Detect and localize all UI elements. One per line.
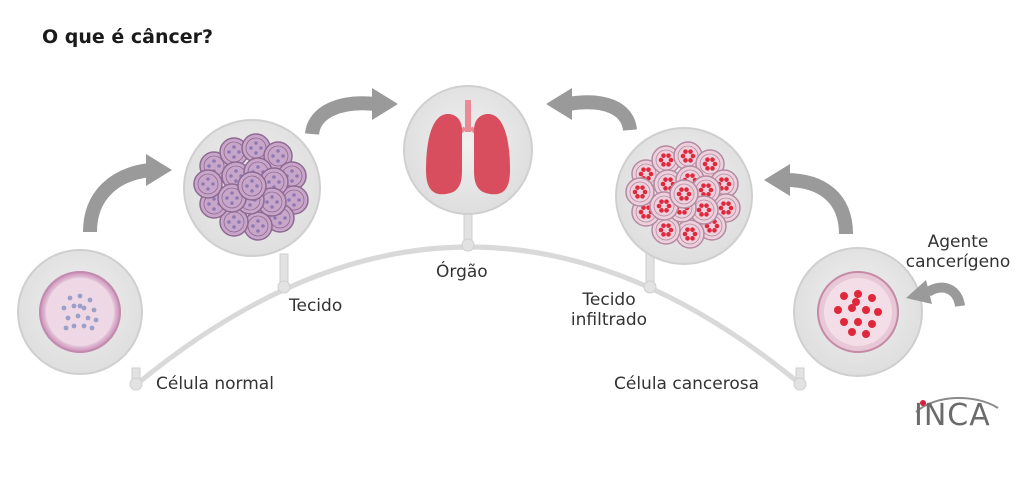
tecido-illustration [183, 119, 321, 257]
cancer-dot [840, 292, 848, 300]
tissue-cell [651, 215, 681, 245]
nucleus-dot [81, 305, 87, 311]
tissue-cell [193, 169, 223, 199]
tissue-cell [219, 207, 249, 237]
arrow-agente-to-cancerosa [906, 280, 965, 308]
tissue-cell [669, 179, 699, 209]
cancer-dot [854, 318, 862, 326]
connectors [129, 213, 807, 391]
logo-text: INCA [914, 398, 991, 433]
arrows [83, 88, 965, 308]
logo-dot [920, 400, 926, 406]
label-orgao: Órgão [436, 262, 488, 282]
nucleus-dot [93, 317, 99, 323]
right-lung [474, 114, 510, 195]
cancer-dot [862, 330, 870, 338]
celula-cancerosa-illustration [793, 247, 923, 377]
nucleus-dot [65, 315, 71, 321]
label-agente-cancerigeno: Agente cancerígeno [900, 232, 1016, 272]
tissue-cell [241, 133, 271, 163]
nucleus-dot [77, 303, 83, 309]
cancer-dot [840, 318, 848, 326]
nucleus-dot [71, 323, 77, 329]
nucleus-dot [89, 325, 95, 331]
label-tecido: Tecido [289, 296, 343, 316]
nucleus-dot [87, 297, 93, 303]
arrow-normal-to-tecido [83, 154, 172, 233]
page-title: O que é câncer? [42, 26, 214, 48]
logo-swoosh [915, 397, 999, 413]
nucleus-dot [61, 305, 67, 311]
nucleus-dot [85, 315, 91, 321]
tissue-cell [257, 187, 287, 217]
cancer-dot [852, 298, 860, 306]
tissue-cell [243, 211, 273, 241]
cancer-dot [834, 306, 842, 314]
tissue-cell [675, 219, 705, 249]
cancer-dot [874, 308, 882, 316]
tissue-cell [651, 145, 681, 175]
left-lung [426, 114, 462, 195]
label-agente-line2: cancerígeno [905, 252, 1011, 272]
label-tecido-infiltrado: Tecido infiltrado [564, 290, 654, 330]
nucleus-dot [77, 293, 83, 299]
tecido-infiltrado-illustration [615, 127, 753, 265]
cancer-dot [868, 294, 876, 302]
label-tecido-infiltrado-line1: Tecido [582, 290, 636, 310]
arrow-tecido-to-orgao [305, 88, 398, 136]
label-celula-cancerosa: Célula cancerosa [614, 374, 760, 394]
nucleus-dot [63, 325, 69, 331]
cancer-dot [854, 290, 862, 298]
arrow-infiltrado-to-orgao [546, 88, 637, 132]
inca-logo: INCA [906, 390, 1006, 442]
tissue-cell [625, 177, 655, 207]
tissue-cell [689, 195, 719, 225]
celula-normal-illustration [17, 249, 143, 375]
nucleus-dot [91, 307, 97, 313]
cancer-dot [868, 320, 876, 328]
tissue-cell [237, 171, 267, 201]
arrow-cancerosa-to-infiltrado [764, 164, 853, 235]
cancer-dot [848, 304, 856, 312]
label-agente-line1: Agente [927, 232, 989, 252]
label-tecido-infiltrado-line2: infiltrado [570, 310, 648, 330]
cancer-dot [848, 328, 856, 336]
label-celula-normal: Célula normal [156, 374, 274, 394]
nucleus-dot [75, 313, 81, 319]
nucleus-dot [71, 303, 77, 309]
cancer-dot [862, 306, 870, 314]
nucleus-dot [67, 295, 73, 301]
nucleus-dot [81, 323, 87, 329]
orgao-illustration [403, 85, 533, 215]
